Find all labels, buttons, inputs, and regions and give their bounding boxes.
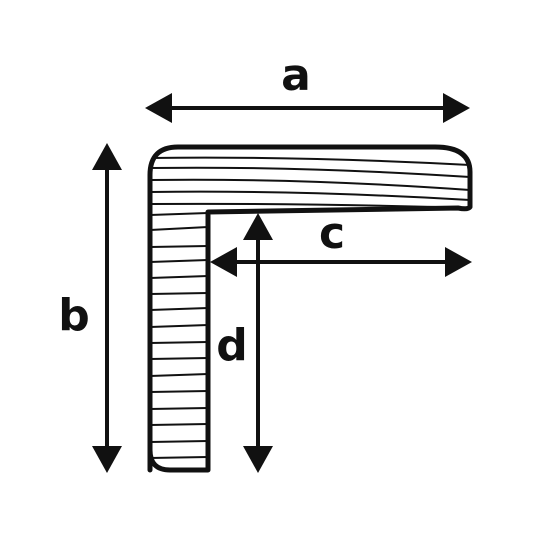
wood-grain [150, 156, 470, 459]
label-a: a [281, 50, 311, 101]
dimension-d-arrow [243, 213, 273, 473]
profile-outline [147, 144, 473, 473]
label-b: b [58, 290, 90, 341]
dimension-a-arrow [145, 93, 470, 123]
label-c: c [319, 208, 345, 259]
dimension-b-arrow [92, 143, 122, 473]
dimension-c-arrow [210, 247, 472, 277]
label-d: d [216, 320, 248, 371]
